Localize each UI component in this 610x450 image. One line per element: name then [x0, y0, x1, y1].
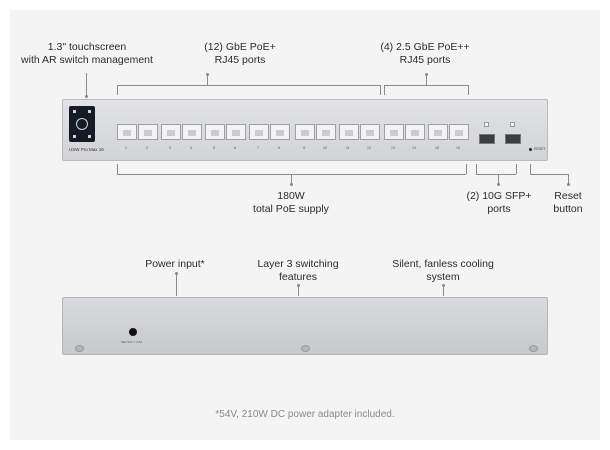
reset-pointer-a	[530, 164, 531, 174]
ge25-bracket	[384, 85, 468, 86]
poe-bracket-right	[466, 164, 467, 174]
touchscreen-display[interactable]	[69, 106, 95, 142]
cooling-pointer-dot	[442, 284, 445, 287]
poe-bracket-stem	[291, 174, 292, 184]
port-label: 9	[303, 146, 305, 150]
rj45-port	[316, 124, 336, 140]
sfp-bracket-right	[516, 164, 517, 174]
rj45-port	[405, 124, 425, 140]
port-label: 7	[257, 146, 259, 150]
poe-bracket-dot	[290, 183, 293, 186]
port-label: 2	[146, 146, 148, 150]
power-rating-text: Max 54V = 2.5A	[121, 340, 143, 344]
sfp-bracket	[476, 174, 516, 175]
rj45-port	[205, 124, 225, 140]
switch-front-panel: USW Pro Max 16 1 2 3 4 5 6 7 8 9 10 11 1…	[62, 99, 548, 161]
power-pointer	[176, 274, 177, 296]
ge25-ports-label: (4) 2.5 GbE PoE++RJ45 ports	[380, 41, 470, 66]
layer3-pointer	[298, 286, 299, 296]
port-label: 11	[346, 146, 350, 150]
switch-back-panel: Max 54V = 2.5A	[62, 297, 548, 355]
reset-button[interactable]	[529, 148, 532, 151]
power-input-label: Power input*	[145, 258, 205, 270]
port-label: 6	[234, 146, 236, 150]
rj45-port	[249, 124, 269, 140]
footnote: *54V, 210W DC power adapter included.	[215, 409, 395, 420]
gbe-ports-label: (12) GbE PoE+RJ45 ports	[204, 41, 276, 66]
sfp-bracket-dot	[497, 183, 500, 186]
reset-text: RESET	[534, 147, 546, 151]
gbe-bracket-stem	[207, 75, 208, 85]
ge25-bracket-left	[384, 85, 385, 95]
reset-pointer-b	[530, 174, 568, 175]
sfp-led	[510, 122, 515, 127]
sfp-port	[505, 134, 521, 144]
rj45-port	[360, 124, 380, 140]
sfp-port	[479, 134, 495, 144]
rj45-port	[182, 124, 202, 140]
port-label: 3	[169, 146, 171, 150]
port-label: 15	[435, 146, 439, 150]
rj45-port	[428, 124, 448, 140]
sfp-led	[484, 122, 489, 127]
rubber-foot	[75, 345, 84, 352]
gbe-bracket-left	[117, 85, 118, 95]
port-label: 5	[213, 146, 215, 150]
ge25-bracket-stem	[426, 75, 427, 85]
sfp-bracket-stem	[498, 174, 499, 184]
rj45-port	[295, 124, 315, 140]
rubber-foot	[301, 345, 310, 352]
power-pointer-dot	[175, 272, 178, 275]
port-label: 1	[125, 146, 127, 150]
rj45-port	[270, 124, 290, 140]
gbe-bracket-right	[380, 85, 381, 95]
rj45-port	[384, 124, 404, 140]
layer3-pointer-dot	[297, 284, 300, 287]
background-panel	[10, 10, 600, 440]
port-label: 12	[367, 146, 371, 150]
cooling-pointer	[443, 286, 444, 296]
rj45-port	[339, 124, 359, 140]
gbe-bracket	[117, 85, 380, 86]
rj45-port	[161, 124, 181, 140]
reset-pointer-c	[568, 174, 569, 184]
port-label: 8	[278, 146, 280, 150]
sfp-bracket-left	[476, 164, 477, 174]
port-label: 4	[190, 146, 192, 150]
port-label: 14	[412, 146, 416, 150]
brand-text: USW Pro Max 16	[69, 147, 104, 152]
gbe-bracket-dot	[206, 73, 209, 76]
rj45-port	[449, 124, 469, 140]
poe-bracket-left	[117, 164, 118, 174]
port-label: 16	[456, 146, 460, 150]
touchscreen-pointer-dot	[85, 95, 88, 98]
rj45-port	[138, 124, 158, 140]
ge25-bracket-dot	[425, 73, 428, 76]
touchscreen-pointer	[86, 73, 87, 97]
sfp-ports-label: (2) 10G SFP+ports	[466, 190, 532, 215]
port-label: 10	[323, 146, 327, 150]
port-label: 13	[391, 146, 395, 150]
ge25-bracket-right	[468, 85, 469, 95]
reset-pointer-dot	[567, 183, 570, 186]
power-input-port	[129, 328, 137, 336]
rubber-foot	[529, 345, 538, 352]
rj45-port	[117, 124, 137, 140]
screen-ring-icon	[76, 118, 88, 130]
rj45-port	[226, 124, 246, 140]
